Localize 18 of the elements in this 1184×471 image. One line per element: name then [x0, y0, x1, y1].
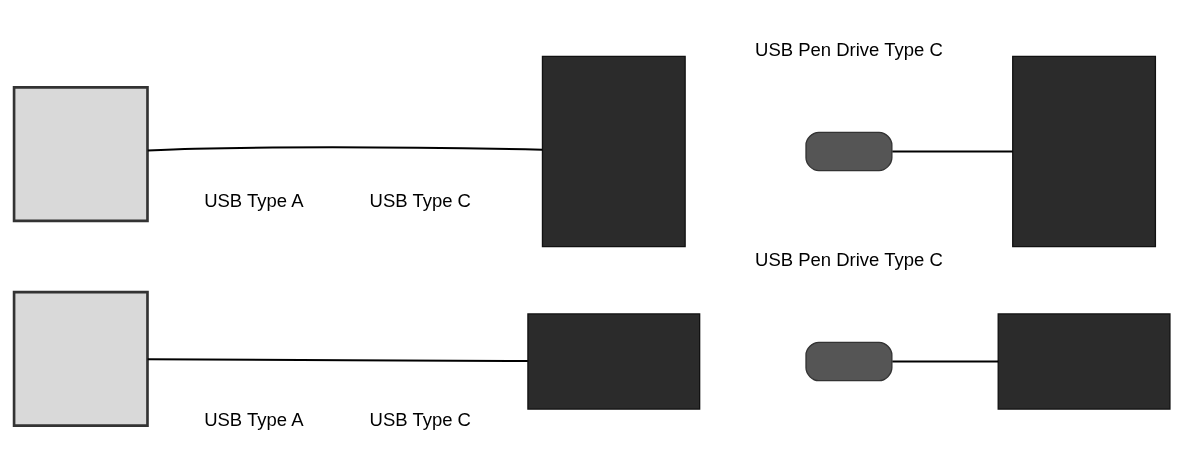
- node-label: USB Pen Drive Type C: [755, 248, 943, 270]
- node-box: [541, 55, 686, 247]
- node-box: [805, 131, 893, 171]
- label: USB Type C: [369, 189, 471, 211]
- node-box: [527, 312, 701, 410]
- connector: [146, 145, 544, 151]
- connector: [891, 360, 1000, 362]
- label: USB Type A: [204, 408, 304, 430]
- node-box: [997, 312, 1171, 410]
- node-box: [12, 85, 149, 222]
- connector: [146, 357, 529, 362]
- node-label: USB Pen Drive Type C: [755, 38, 943, 60]
- connector: [891, 149, 1014, 152]
- node-box: [1012, 55, 1157, 247]
- label: USB Type A: [204, 189, 304, 211]
- node-box: [805, 341, 893, 381]
- label: USB Type C: [369, 408, 471, 430]
- node-box: [12, 290, 149, 427]
